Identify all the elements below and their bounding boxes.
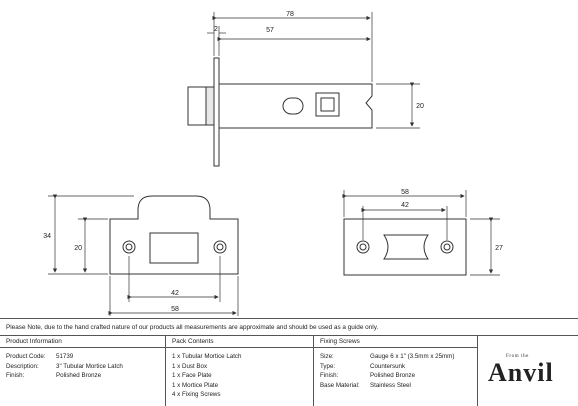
strike-opening xyxy=(383,234,429,260)
logo-big-text: Anvil xyxy=(488,358,554,387)
dim-strike-width: 58 xyxy=(401,189,409,196)
product-information-header: Product Information xyxy=(0,336,165,348)
pack-contents-column: Pack Contents 1 x Tubular Mortice Latch … xyxy=(166,336,314,406)
info-table: Product Information Product Code:51739 D… xyxy=(0,336,578,406)
screw-row: Finish:Polished Bronze xyxy=(320,372,416,380)
product-row: Product Code:51739 xyxy=(6,353,74,360)
fixing-screws-header: Fixing Screws xyxy=(314,336,477,348)
disclaimer-note: Please Note, due to the hand crafted nat… xyxy=(0,318,578,336)
product-row: Description:3" Tubular Mortice Latch xyxy=(6,362,123,370)
strike-plate-view xyxy=(343,218,467,276)
latch-spindle-follower xyxy=(315,92,340,117)
latch-bolt-opening xyxy=(149,232,199,264)
dim-faceplate-width: 58 xyxy=(171,306,179,313)
pack-item: 1 x Mortice Plate xyxy=(172,381,219,389)
product-information-column: Product Information Product Code:51739 D… xyxy=(0,336,166,406)
latch-spindle-hole xyxy=(320,97,335,112)
technical-drawing: 78 57 2 20 34 20 42 58 xyxy=(43,11,503,316)
faceplate-screw-hole-left xyxy=(122,240,136,254)
dim-faceplate-hole-centres: 42 xyxy=(171,290,179,297)
faceplate-outline xyxy=(109,195,239,275)
latch-faceplate-edge xyxy=(213,57,220,167)
strike-plate-outline xyxy=(343,218,467,276)
dim-body-height: 20 xyxy=(416,103,424,110)
dim-strike-height: 27 xyxy=(495,245,503,252)
screw-row: Base Material:Stainless Steel xyxy=(320,381,411,389)
screw-row: Size:Gauge 6 x 1" (3.5mm x 25mm) xyxy=(320,353,455,360)
strike-screw-hole-left xyxy=(356,240,370,254)
pack-item: 1 x Dust Box xyxy=(172,362,208,370)
dim-faceplate-height: 34 xyxy=(43,233,51,240)
strike-screw-hole-right xyxy=(440,240,454,254)
latch-bolt-shoulder xyxy=(205,86,215,126)
dim-faceplate-recess: 20 xyxy=(74,245,82,252)
dim-overall-length: 78 xyxy=(286,11,294,18)
dim-body-length: 57 xyxy=(266,27,274,34)
fixing-screws-column: Fixing Screws Size:Gauge 6 x 1" (3.5mm x… xyxy=(314,336,478,406)
latch-side-view xyxy=(187,57,373,167)
pack-item: 1 x Face Plate xyxy=(172,372,212,380)
pack-item: 4 x Fixing Screws xyxy=(172,391,221,399)
dim-faceplate-thickness: 2 xyxy=(214,26,218,33)
latch-follower-slot xyxy=(282,97,304,115)
product-row: Finish:Polished Bronze xyxy=(6,372,102,380)
pack-contents-header: Pack Contents xyxy=(166,336,313,348)
faceplate-front-view xyxy=(109,195,239,275)
dim-strike-hole-centres: 42 xyxy=(401,202,409,209)
pack-item: 1 x Tubular Mortice Latch xyxy=(172,353,242,360)
logo-small-text: From the xyxy=(506,354,529,359)
from-the-anvil-logo: From the Anvil xyxy=(478,336,578,406)
screw-row: Type:Countersunk xyxy=(320,362,406,370)
faceplate-screw-hole-right xyxy=(213,240,227,254)
latch-body xyxy=(218,83,373,129)
